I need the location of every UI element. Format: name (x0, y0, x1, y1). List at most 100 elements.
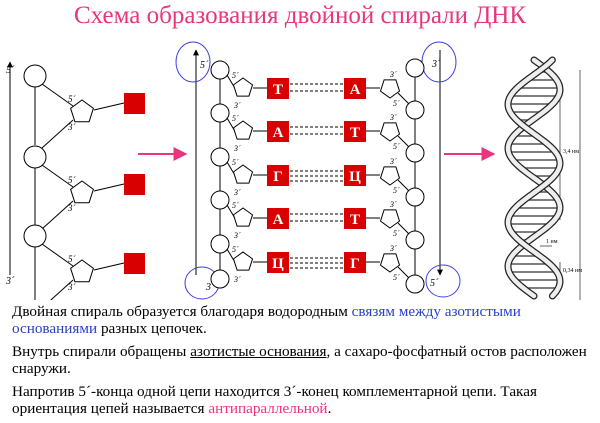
sugar-3-label: 3´ (389, 157, 397, 166)
base-letter-right: Т (350, 125, 360, 141)
sugar-bond (397, 179, 410, 192)
deoxyribose (70, 259, 94, 283)
phosphate (210, 147, 230, 167)
sugar-3-label: 3´ (233, 231, 241, 240)
base-bond (93, 102, 125, 111)
sugar-3-label: 3´ (233, 101, 241, 110)
sugar-5-label: 5´ (232, 245, 239, 254)
phosphate (405, 58, 425, 78)
sugar-bond (397, 135, 410, 148)
p2-text-end: , а сахаро-фосфатный остов расположен сн… (12, 343, 587, 377)
paragraph-3: Напротив 5´-конца одной цепи находится 3… (12, 383, 594, 417)
right-chain-3-label: 3´ (431, 59, 441, 70)
sugar-3-label: 3´ (233, 275, 241, 284)
deoxyribose (232, 77, 254, 97)
base-letter-right: Т (350, 212, 360, 228)
paragraph-2: Внутрь спирали обращены азотистые основа… (12, 343, 594, 377)
sugar-5-label: 5´ (68, 94, 77, 104)
sugar-3-label: 3´ (389, 200, 397, 209)
nitrogen-base-left (267, 252, 289, 273)
sugar-5-label: 5´ (393, 142, 400, 151)
strand-5-label: 5´ (6, 65, 15, 76)
p3-text: Напротив 5´-конца одной цепи находится 3… (12, 383, 537, 417)
deoxyribose (70, 180, 94, 204)
nitrogen-base (124, 93, 145, 114)
phosphate (210, 60, 230, 80)
nitrogen-base-left (267, 78, 289, 99)
sugar-3-label: 3´ (233, 144, 241, 153)
sugar-bond (397, 266, 410, 279)
deoxyribose (379, 253, 401, 273)
sugar-3-label: 3´ (67, 203, 77, 213)
deoxyribose (232, 120, 254, 140)
left-chain-3-label: 3´ (205, 282, 215, 293)
base-bond (93, 183, 125, 192)
sugar-3-label: 3´ (233, 188, 241, 197)
highlight-circle-5-left (175, 41, 211, 83)
sugar-bond (41, 243, 74, 267)
sugar-3-label: 3´ (389, 113, 397, 122)
deoxyribose (379, 122, 401, 142)
p1-text-end: разных цепочек. (97, 320, 207, 337)
helix-backbone-fill (505, 57, 563, 299)
phosphate (405, 100, 425, 120)
sugar-3-label: 3´ (389, 70, 397, 79)
pitch-label: 3,4 нм (563, 149, 579, 155)
sugar-5-label: 5´ (232, 71, 239, 80)
sugar-bond (41, 164, 74, 188)
sugar-3-label: 3´ (67, 122, 77, 132)
diameter-label: 1 нм (546, 239, 558, 245)
p2-text: Внутрь спирали обращены (12, 343, 191, 360)
single-strand: 5´ 3´ 5´3´5´3´5´3´ (5, 61, 145, 300)
description: Двойная спираль образуется благодаря вод… (12, 303, 594, 423)
double-helix: 3,4 нм 1 нм 0,34 нм (504, 56, 582, 300)
deoxyribose (232, 207, 254, 227)
right-chain-5-label: 5´ (430, 278, 439, 289)
nitrogen-base-left (267, 165, 289, 186)
phosphate (210, 234, 230, 254)
p3-term: антипараллельной (208, 400, 328, 417)
helix-backbone-fill (505, 57, 563, 299)
nitrogen-base-right (344, 208, 366, 229)
base-letter-right: Ц (349, 169, 361, 185)
nitrogen-base (124, 174, 145, 195)
base-letter-left: А (273, 125, 284, 141)
sugar-bond (41, 83, 74, 107)
sugar-5-label: 5´ (232, 114, 239, 123)
base-letter-right: Г (350, 256, 360, 272)
sugar-5-label: 5´ (393, 273, 400, 282)
nitrogen-base-right (344, 252, 366, 273)
strand-3-label: 3´ (5, 276, 15, 287)
p3-text-end: . (327, 400, 332, 417)
left-chain-5-label: 5´ (200, 60, 209, 71)
sugar-5-label: 5´ (232, 201, 239, 210)
p1-highlight: связям между азотистыми (351, 303, 521, 320)
phosphate (23, 64, 47, 88)
base-letter-left: А (273, 212, 284, 228)
base-letter-left: Ц (272, 256, 284, 272)
sugar-bond (50, 279, 74, 300)
double-strand: 5´ 3´ 3´ 5´ 5´ 3´ Т А 3´ 5´ 5´ 3´ А Т 3´ 5´ 5´ 3´ Г Ц 3´… (175, 41, 461, 300)
nitrogen-base-left (267, 208, 289, 229)
sugar-5-label: 5´ (68, 175, 77, 185)
sugar-5-label: 5´ (232, 158, 239, 167)
phosphate (210, 190, 230, 210)
p1-highlight-2: основаниями (12, 320, 98, 337)
sugar-bond (41, 200, 74, 230)
deoxyribose (379, 166, 401, 186)
sugar-5-label: 5´ (393, 186, 400, 195)
phosphate (405, 230, 425, 250)
phosphate (405, 187, 425, 207)
base-bond (93, 262, 125, 271)
highlight-circle-5-right (425, 264, 461, 298)
base-letter-left: Г (273, 169, 283, 185)
deoxyribose (379, 79, 401, 99)
nitrogen-base-right (344, 165, 366, 186)
deoxyribose (232, 164, 254, 184)
sugar-5-label: 5´ (393, 99, 400, 108)
phosphate (405, 274, 425, 294)
sugar-5-label: 5´ (393, 229, 400, 238)
phosphate (405, 143, 425, 163)
base-letter-right: А (350, 82, 361, 98)
